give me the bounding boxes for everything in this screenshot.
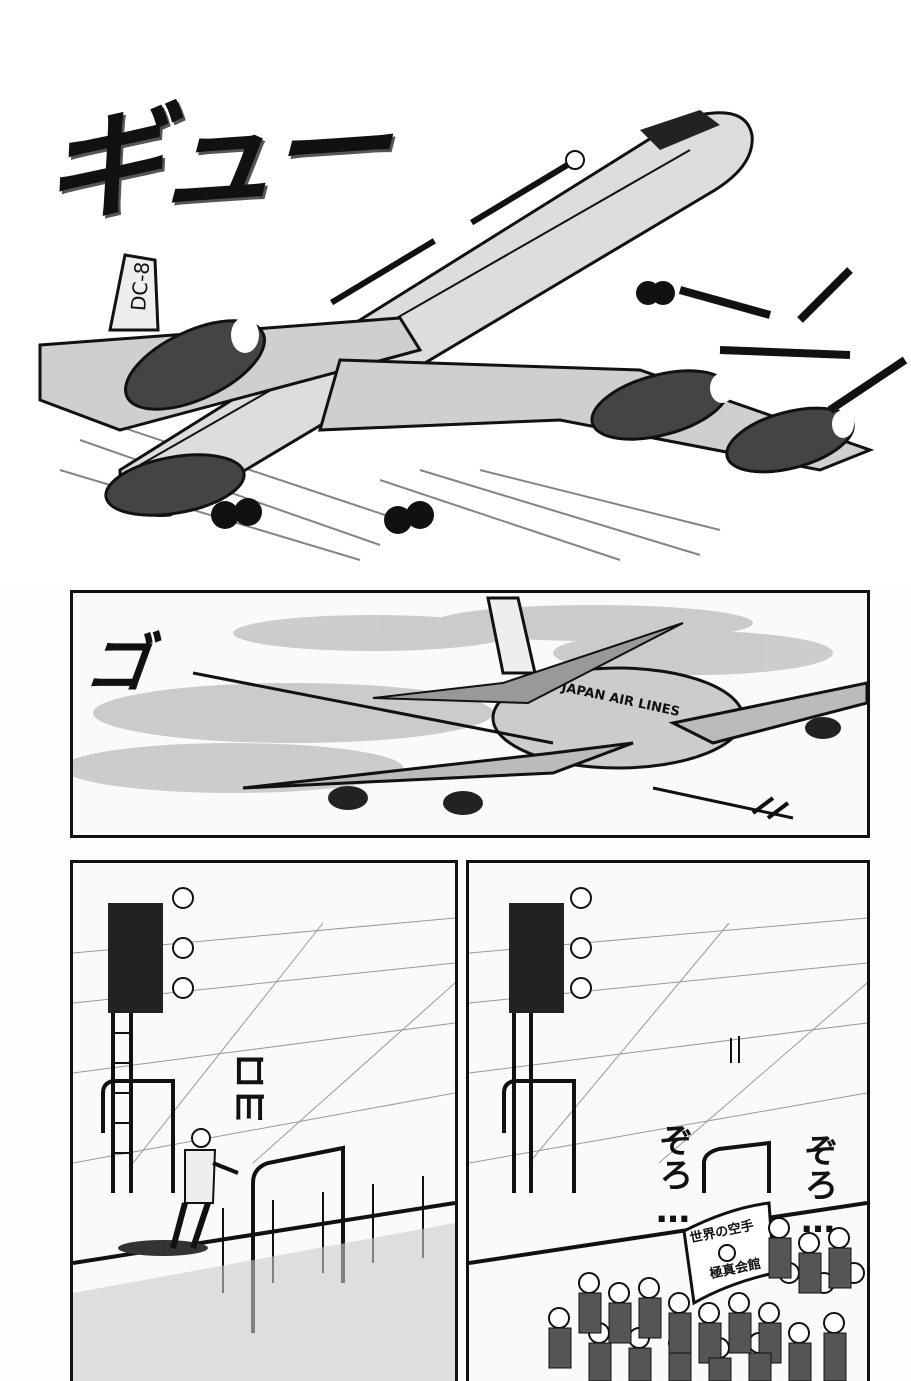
- airplane-away-illustration: JAPAN AIR LINES: [73, 596, 867, 820]
- panel-airplane-away: JAPAN AIR LINES ゴ: [70, 590, 870, 838]
- tail-text: DC-8: [126, 261, 154, 312]
- airplane-takeoff-illustration: DC-8: [38, 110, 908, 561]
- panel-airplane-takeoff: DC-8: [0, 0, 911, 585]
- sfx-gyuu: ギュー: [36, 77, 409, 240]
- panel-observation-deck-man: ヨロ: [70, 860, 458, 1381]
- sfx-yoro: ヨロ: [230, 1052, 272, 1126]
- panel-crowd-banner: ぞろ… ぞろ… 世界の空手 極真会館: [466, 860, 870, 1381]
- observation-deck-illustration: [73, 887, 455, 1381]
- sfx-zoro-left: ぞろ…: [653, 1123, 693, 1231]
- sfx-zoro-right: ぞろ…: [798, 1133, 838, 1241]
- crowd-banner-illustration: [469, 887, 867, 1381]
